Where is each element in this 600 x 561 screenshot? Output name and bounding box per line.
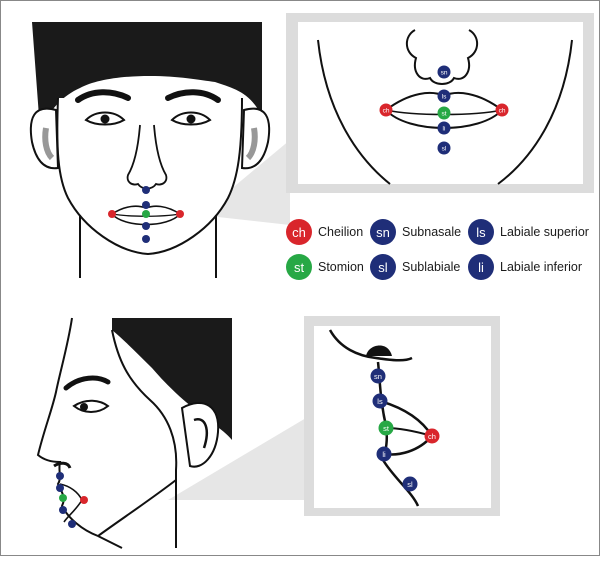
profile-zoom-label-ch: ch — [428, 432, 436, 441]
legend-code-ls: ls — [468, 219, 494, 245]
legend-item-stomion: st Stomion — [286, 254, 364, 280]
zoom-point-sl: sl — [438, 142, 451, 155]
frontal-dot-st — [142, 210, 150, 218]
profile-eye — [74, 401, 108, 412]
frontal-face — [31, 22, 290, 278]
zoom-point-ch-left: ch — [380, 104, 393, 117]
frontal-face-outline — [57, 98, 242, 254]
profile-outline — [38, 318, 122, 548]
legend-code-ch: ch — [286, 219, 312, 245]
zoom-label-st: st — [441, 111, 446, 118]
profile-zoom-point-ch: ch — [425, 429, 440, 444]
zoom-point-ch-right: ch — [496, 104, 509, 117]
legend-code-sl: sl — [370, 254, 396, 280]
zoom-label-li: li — [443, 126, 446, 133]
zoom-label-sl: sl — [442, 146, 447, 153]
legend-code-li: li — [468, 254, 494, 280]
frontal-zoom-panel: sn ls ch st ch li sl — [286, 13, 594, 193]
profile-zoom-point-st: st — [379, 421, 394, 436]
legend-label-cheilion: Cheilion — [318, 225, 363, 239]
profile-zoom-label-ls: ls — [377, 397, 383, 406]
profile-zoom-label-st: st — [383, 424, 390, 433]
legend-item-cheilion: ch Cheilion — [286, 219, 363, 245]
zoom-label-ls: ls — [442, 94, 447, 101]
frontal-dot-sl — [142, 235, 150, 243]
zoom-label-ch-right: ch — [499, 108, 506, 115]
profile-face — [38, 318, 306, 548]
zoom-label-ch-left: ch — [383, 108, 390, 115]
legend-label-labiale-superior: Labiale superior — [500, 225, 589, 239]
legend-item-subnasale: sn Subnasale — [370, 219, 461, 245]
zoom-point-ls: ls — [438, 90, 451, 103]
zoom-point-st: st — [438, 107, 451, 120]
frontal-dot-sn — [142, 186, 150, 194]
legend-label-labiale-inferior: Labiale inferior — [500, 260, 582, 274]
profile-zoom-panel: sn ls st ch li sl — [304, 316, 500, 516]
legend-item-sublabiale: sl Sublabiale — [370, 254, 460, 280]
zoom-point-sn: sn — [438, 66, 451, 79]
legend-label-stomion: Stomion — [318, 260, 364, 274]
profile-zoom-label-sl: sl — [407, 480, 413, 489]
profile-zoom-point-li: li — [377, 447, 392, 462]
legend-code-sn: sn — [370, 219, 396, 245]
legend-code-st: st — [286, 254, 312, 280]
frontal-dot-ch-left — [108, 210, 116, 218]
legend-label-subnasale: Subnasale — [402, 225, 461, 239]
profile-ear — [182, 403, 218, 467]
profile-zoom-label-li: li — [382, 450, 386, 459]
legend-label-sublabiale: Sublabiale — [402, 260, 460, 274]
profile-brow — [66, 378, 108, 388]
frontal-dot-ls — [142, 201, 150, 209]
zoom-point-li: li — [438, 122, 451, 135]
frontal-dot-li — [142, 222, 150, 230]
frontal-dot-ch-right — [176, 210, 184, 218]
profile-zoom-label-sn: sn — [374, 372, 382, 381]
profile-zoom-point-sl: sl — [403, 477, 418, 492]
profile-zoom-point-ls: ls — [373, 394, 388, 409]
zoom-label-sn: sn — [441, 70, 448, 77]
legend-item-labiale-superior: ls Labiale superior — [468, 219, 589, 245]
legend-item-labiale-inferior: li Labiale inferior — [468, 254, 582, 280]
profile-zoom-point-sn: sn — [371, 369, 386, 384]
